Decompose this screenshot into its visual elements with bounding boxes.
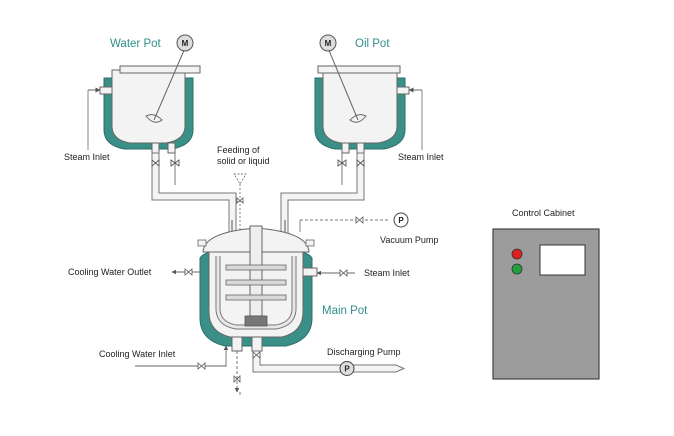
oil-pot-motor-icon: M	[319, 34, 337, 52]
oil-pot-rim	[317, 65, 401, 74]
oil-pot	[314, 47, 422, 154]
water-pot-steam-inlet-label: Steam Inlet	[64, 152, 110, 162]
oil-pot-steam-inlet-label: Steam Inlet	[398, 152, 444, 162]
water-pot-vessel	[111, 69, 186, 144]
vacuum-pump-icon: P	[393, 212, 409, 228]
oil-pot-vessel	[322, 69, 398, 144]
discharging-pump-label: Discharging Pump	[327, 347, 401, 357]
vacuum-pump-label: Vacuum Pump	[380, 235, 438, 245]
vacuum-pump-symbol: P	[398, 216, 404, 225]
water-pot-rim	[119, 65, 201, 74]
red-indicator-light	[511, 248, 523, 260]
water-pot-label: Water Pot	[110, 38, 162, 50]
cooling-water-inlet-label: Cooling Water Inlet	[99, 349, 176, 359]
main-steam-inlet-label: Steam Inlet	[364, 268, 410, 278]
cooling-inlet-valve-icon	[197, 362, 206, 370]
cooling-outlet-valve-icon	[184, 268, 193, 276]
discharge-valve-icon	[252, 351, 261, 359]
water-pot	[88, 47, 201, 154]
water-pot-motor-icon: M	[176, 34, 194, 52]
green-indicator-light	[511, 263, 523, 275]
drain-valve-icon	[233, 375, 241, 383]
main-steam-valve-icon	[339, 269, 348, 277]
control-cabinet-label: Control Cabinet	[512, 208, 575, 218]
feeding-label-line1: Feeding of	[217, 145, 260, 155]
oil-pot-motor-label: M	[325, 39, 332, 48]
control-cabinet-screen	[539, 244, 586, 276]
cooling-water-outlet-label: Cooling Water Outlet	[68, 267, 152, 277]
discharge-pipe	[252, 350, 406, 373]
discharging-pump-symbol: P	[344, 365, 350, 374]
oil-pot-label: Oil Pot	[355, 38, 390, 50]
valve-icons	[151, 159, 365, 167]
water-pot-motor-label: M	[182, 39, 189, 48]
control-cabinet	[492, 228, 600, 380]
main-pot-label: Main Pot	[322, 305, 368, 317]
discharging-pump-icon: P	[339, 361, 355, 376]
vacuum-valve-icon	[355, 216, 364, 224]
main-pot	[197, 225, 318, 352]
feeding-funnel-icon	[233, 173, 247, 230]
feeding-label-line2: solid or liquid	[217, 156, 270, 166]
